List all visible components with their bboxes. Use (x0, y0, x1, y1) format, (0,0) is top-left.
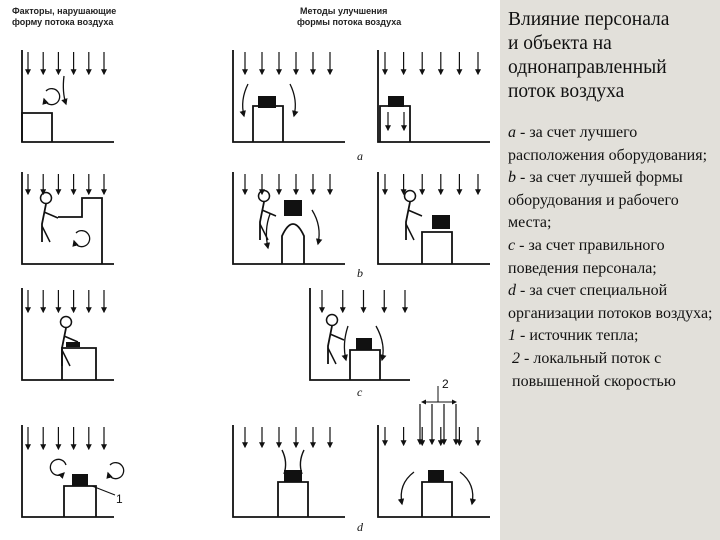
local-flow-marker: 2 (437, 377, 449, 402)
header-left-line2: форму потока воздуха (12, 17, 114, 27)
airflow-diagram: Факторы, нарушающие форму потока воздуха… (12, 6, 490, 534)
legend-text: - за счет лучшей формы оборудования и ра… (508, 169, 683, 232)
row-label-b: b (357, 266, 363, 280)
legend-text: - за счет лучшего расположения оборудова… (508, 124, 708, 164)
header-right-line2: формы потока воздуха (297, 17, 402, 27)
cell-b-disturbing (21, 172, 114, 265)
legend-key: b (508, 169, 516, 187)
legend: a - за счет лучшего расположения оборудо… (508, 122, 716, 393)
legend-text: - локальный поток с повышенной скоростью (512, 349, 676, 390)
description-panel: Влияние персонала и объекта на однонапра… (500, 0, 720, 540)
cell-d-improved-1 (232, 425, 345, 518)
row-label-c: c (357, 385, 363, 399)
heat-source-number: 1 (116, 492, 123, 506)
cell-c-disturbing (21, 288, 114, 381)
legend-key: a (508, 124, 516, 141)
cell-d-improved-2 (377, 399, 490, 518)
legend-text: - за счет правильного поведения персонал… (508, 236, 665, 277)
legend-text: - источник тепла; (516, 327, 639, 345)
header-right-line1: Методы улучшения (300, 6, 387, 16)
panel-title-line: однонаправленный (508, 57, 667, 78)
panel-title: Влияние персонала и объекта на однонапра… (508, 8, 716, 104)
legend-item-b: b - за счет лучшей формы оборудования и … (508, 167, 716, 235)
legend-item-1: 1 - источник тепла; (508, 325, 716, 348)
legend-key: 1 (508, 327, 516, 345)
panel-title-line: поток воздуха (508, 81, 625, 102)
panel-title-line: Влияние персонала (508, 9, 670, 30)
cell-a-improved-1 (232, 50, 345, 143)
legend-item-a: a - за счет лучшего расположения оборудо… (508, 122, 716, 167)
cell-a-disturbing (21, 50, 114, 143)
cell-a-improved-2 (377, 50, 490, 143)
cell-b-improved-2 (377, 172, 490, 265)
cell-b-improved-1 (232, 172, 345, 265)
row-label-d: d (357, 520, 364, 534)
legend-text: - за счет специальной организации потоко… (508, 282, 713, 322)
legend-item-d: d - за счет специальной организации пото… (508, 280, 716, 325)
legend-key: d (508, 282, 516, 300)
cell-c-improved (309, 288, 410, 381)
legend-item-2: 2 - локальный поток с повышенной скорост… (508, 348, 716, 393)
legend-key: c (508, 236, 516, 254)
heat-source-marker: 1 (91, 485, 123, 506)
row-label-a: a (357, 149, 363, 163)
legend-item-c: c - за счет правильного поведения персон… (508, 235, 716, 280)
local-flow-number: 2 (442, 377, 449, 391)
legend-key: 2 (512, 349, 520, 367)
panel-title-line: и объекта на (508, 33, 612, 54)
cell-d-disturbing (21, 425, 125, 518)
header-left-line1: Факторы, нарушающие (12, 6, 116, 16)
